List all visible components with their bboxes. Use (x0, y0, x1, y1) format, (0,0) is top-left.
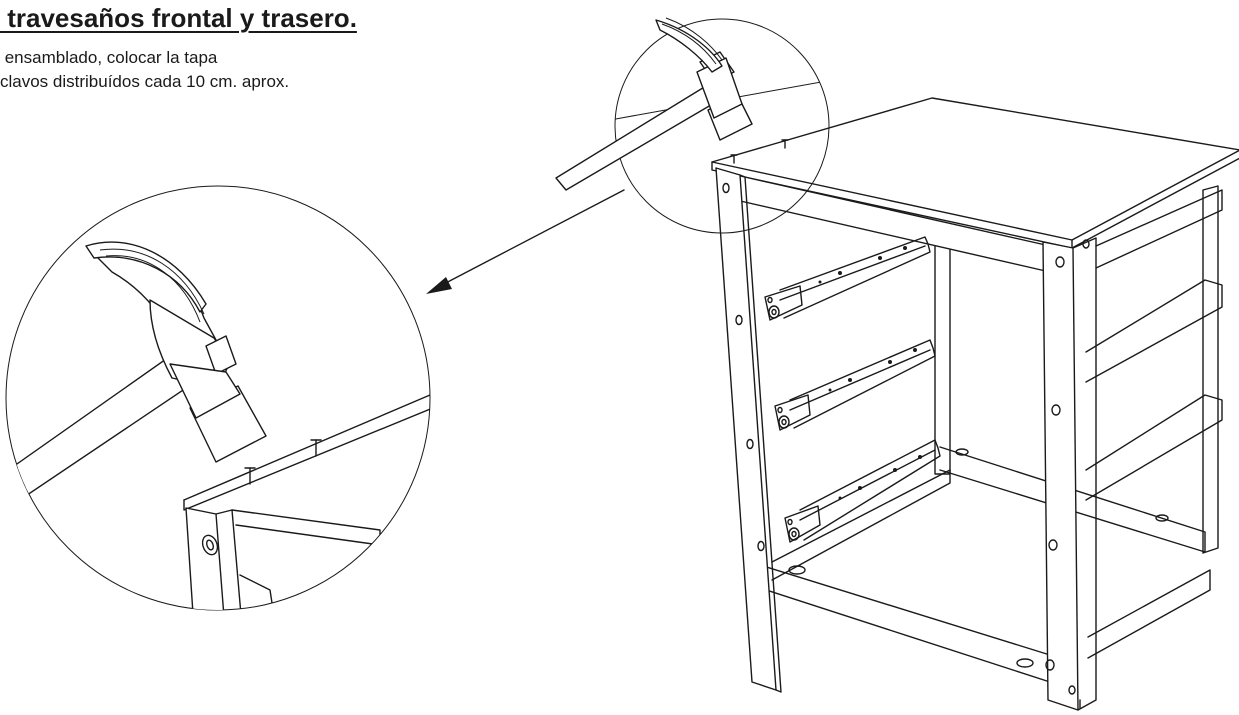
hammer-icon (85, 241, 267, 463)
back-top-rail (1095, 189, 1223, 269)
screw-icon (722, 182, 1090, 695)
step-instructions: ensamblado, colocar la tapa clavos distr… (0, 46, 289, 94)
front-right-upright (1042, 241, 1079, 711)
front-bottom-rail (759, 564, 1051, 683)
hammer-icon (555, 17, 753, 191)
cabinet-frame (711, 97, 1239, 711)
left-bottom-rail (771, 469, 951, 581)
step-heading: travesaños frontal y trasero. (0, 3, 357, 33)
nail-icon (244, 439, 322, 485)
instruction-line-2: clavos distribuídos cada 10 cm. aprox. (0, 72, 290, 91)
top-panel (711, 97, 1239, 241)
drawer-slide-bottom (784, 439, 941, 543)
drawer-slide-middle (774, 339, 936, 431)
right-bottom-rail (1087, 569, 1211, 659)
back-left-upright (934, 236, 951, 475)
right-rail-upper (1085, 279, 1223, 383)
detail-circle-small (555, 17, 830, 234)
detail-circle-large (5, 185, 431, 611)
instruction-line-1: ensamblado, colocar la tapa (0, 48, 218, 67)
nail-icon (730, 139, 789, 164)
zoom-arrow (426, 189, 625, 294)
back-right-upright (1202, 185, 1219, 554)
right-rail-lower (1085, 394, 1223, 501)
front-left-upright (715, 167, 777, 691)
drawer-slide-top (764, 236, 931, 321)
